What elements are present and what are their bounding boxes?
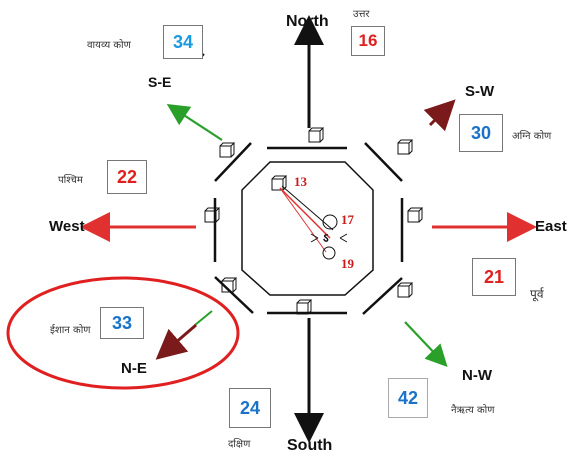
cube-icon — [219, 142, 236, 158]
sw-hindi-label: अग्नि कोण — [512, 131, 552, 142]
cube-icon — [296, 299, 313, 315]
west-label: West — [49, 218, 85, 235]
inner-lines — [279, 185, 348, 260]
south-number-box: 24 — [229, 388, 271, 428]
north-label: North — [286, 13, 329, 30]
ne-hindi-label: ईशान कोण — [50, 325, 91, 336]
inner-number-13: 13 — [294, 174, 307, 189]
nw-number-box: 42 — [388, 378, 428, 418]
cube-icon — [204, 207, 221, 223]
nw-label: N-W — [462, 367, 492, 384]
ne-arrow-green — [194, 310, 213, 326]
inner-number-19: 19 — [341, 256, 354, 271]
nw-arrow — [404, 321, 448, 367]
north-number-box: 16 — [351, 26, 385, 56]
cube-icon — [407, 207, 424, 223]
cube-icons — [204, 127, 424, 315]
west-number-box: 22 — [107, 160, 147, 194]
sw-arrow — [423, 99, 456, 132]
east-hindi-label: पूर्व — [530, 287, 544, 301]
sw-number-box: 30 — [459, 114, 503, 152]
outer-octagon — [213, 142, 404, 315]
cube-icon — [397, 139, 414, 155]
inner-octagon — [241, 161, 374, 296]
south-hindi-label: दक्षिण — [228, 439, 251, 450]
se-hindi-label: वायव्य कोण — [87, 40, 131, 51]
center-glyph: ऽ — [323, 231, 329, 245]
east-label: East — [535, 218, 567, 235]
cube-icon — [221, 277, 238, 293]
south-label: South — [287, 437, 333, 454]
se-arrow — [166, 103, 223, 141]
north-hindi-label: उत्तर — [353, 9, 370, 20]
ne-number-box: 33 — [100, 307, 144, 339]
cube-icon — [308, 127, 325, 143]
sw-label: S-W — [465, 83, 495, 100]
inner-number-17: 17 — [341, 212, 354, 227]
cube-icon — [397, 282, 414, 298]
cube-icon — [271, 175, 288, 191]
east-number-box: 21 — [472, 258, 516, 296]
nw-hindi-label: नैऋत्य कोण — [451, 405, 495, 416]
west-hindi-label: पश्चिम — [58, 175, 83, 186]
se-number-box: 34 — [163, 25, 203, 59]
ne-highlight-circle — [6, 276, 240, 390]
se-label: S-E — [148, 74, 172, 90]
ne-arrow — [155, 323, 197, 360]
ne-label: N-E — [121, 360, 147, 377]
